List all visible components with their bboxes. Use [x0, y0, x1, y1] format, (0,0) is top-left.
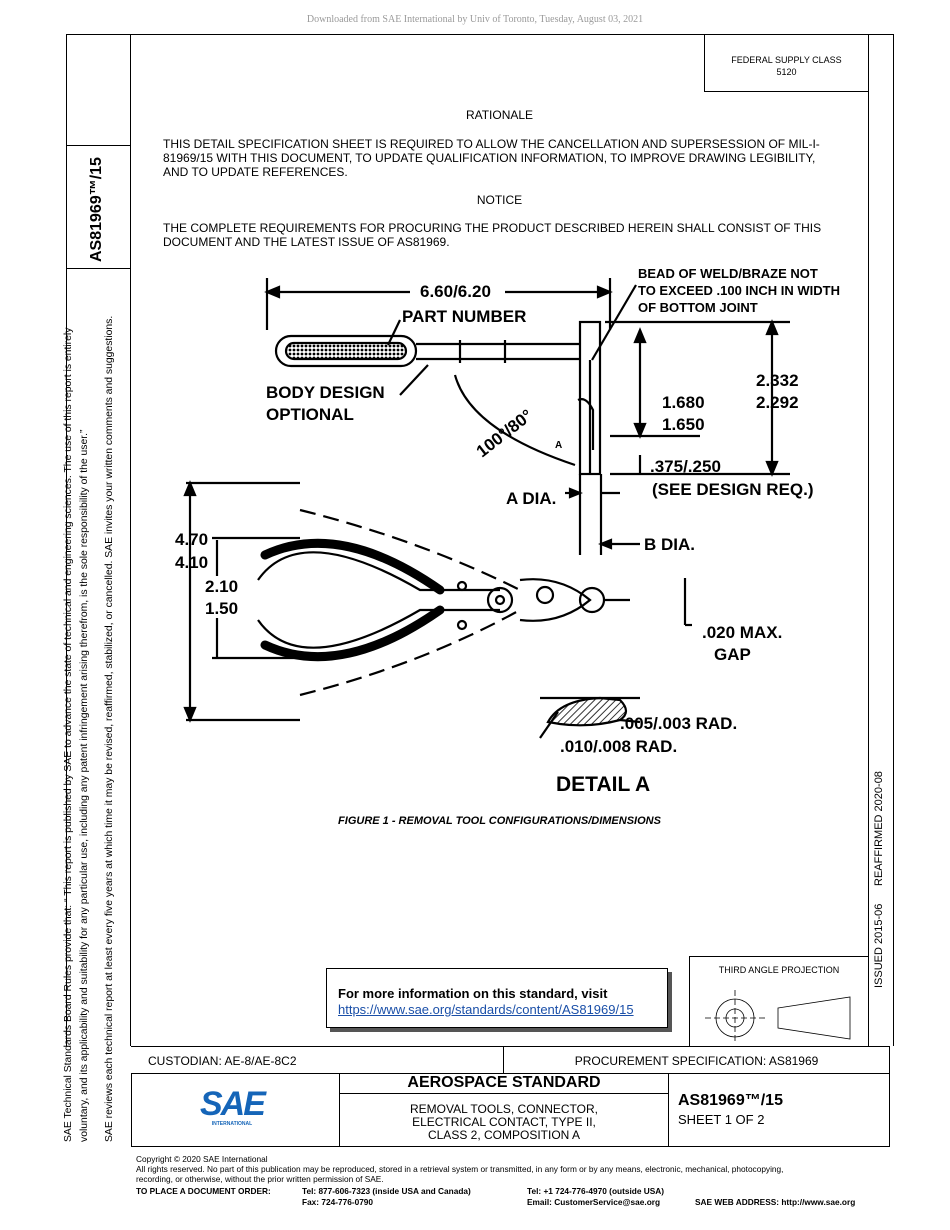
- issued-date: ISSUED 2015-06: [873, 903, 885, 988]
- height2-upper: 2.332: [756, 371, 799, 390]
- doc-title-line1: REMOVAL TOOLS, CONNECTOR,: [409, 1102, 599, 1116]
- side-doc-number: AS81969™/15: [88, 157, 105, 262]
- more-info-box: For more information on this standard, v…: [326, 968, 668, 1028]
- procurement-cell: PROCUREMENT SPECIFICATION: AS81969: [503, 1046, 890, 1074]
- gap-line1: .020 MAX.: [702, 623, 782, 642]
- figure-caption: FIGURE 1 - REMOVAL TOOL CONFIGURATIONS/D…: [338, 815, 661, 827]
- a-dia-label: A DIA.: [506, 489, 556, 508]
- width2-upper: 2.10: [205, 577, 238, 596]
- sheet-doc-number: AS81969™/15: [678, 1092, 783, 1109]
- height2-lower: 2.292: [756, 393, 799, 412]
- b-dia-label: B DIA.: [644, 535, 695, 554]
- email: Email: CustomerService@sae.org: [527, 1197, 661, 1207]
- bead-line2: TO EXCEED .100 INCH IN WIDTH: [638, 283, 840, 298]
- custodian-text: CUSTODIAN: AE-8/AE-8C2: [148, 1054, 297, 1068]
- tel-outside: Tel: +1 724-776-4970 (outside USA): [527, 1186, 665, 1196]
- federal-supply-line1: FEDERAL SUPPLY CLASS: [731, 55, 842, 65]
- more-info-link[interactable]: https://www.sae.org/standards/content/AS…: [338, 1002, 634, 1017]
- sae-logo-letters: SAE: [200, 1085, 266, 1123]
- radius-inner: .010/.008 RAD.: [560, 737, 677, 756]
- rights-line1: All rights reserved. No part of this pub…: [136, 1164, 784, 1174]
- notice-heading: NOTICE: [476, 193, 523, 207]
- procurement-text: PROCUREMENT SPECIFICATION: AS81969: [574, 1054, 819, 1068]
- logo-cell: SAE INTERNATIONAL: [131, 1073, 340, 1147]
- left-column-divider: [130, 34, 131, 1046]
- sheet-number: SHEET 1 OF 2: [678, 1112, 765, 1127]
- projection-label: THIRD ANGLE PROJECTION: [718, 965, 840, 975]
- reaffirmed-date: REAFFIRMED 2020-08: [873, 771, 885, 886]
- part-number-label: PART NUMBER: [402, 307, 526, 326]
- doc-title-line2: ELECTRICAL CONTACT, TYPE II,: [412, 1115, 596, 1129]
- standard-title: AEROSPACE STANDARD: [340, 1073, 668, 1094]
- tip-length: .375/.250: [650, 457, 721, 476]
- bead-line1: BEAD OF WELD/BRAZE NOT: [638, 266, 818, 281]
- copyright: Copyright © 2020 SAE International: [136, 1154, 268, 1164]
- federal-supply-box: FEDERAL SUPPLY CLASS 5120: [704, 34, 869, 92]
- web-address: SAE WEB ADDRESS: http://www.sae.org: [695, 1197, 856, 1207]
- title-cell: AEROSPACE STANDARD REMOVAL TOOLS, CONNEC…: [339, 1073, 669, 1147]
- side-rules-line3: SAE reviews each technical report at lea…: [104, 315, 115, 1142]
- order-label: TO PLACE A DOCUMENT ORDER:: [136, 1186, 271, 1196]
- detail-a-title: DETAIL A: [556, 773, 650, 796]
- notice-text: THE COMPLETE REQUIREMENTS FOR PROCURING …: [163, 221, 822, 249]
- federal-supply-line2: 5120: [776, 67, 797, 77]
- more-info-text: For more information on this standard, v…: [338, 986, 608, 1001]
- docnum-box-divider: [66, 145, 131, 146]
- custodian-cell: CUSTODIAN: AE-8/AE-8C2: [131, 1046, 504, 1074]
- detail-a-marker: A: [555, 440, 562, 451]
- tel-us: Tel: 877-606-7323 (inside USA and Canada…: [302, 1186, 471, 1196]
- docnum-box-divider-2: [66, 268, 131, 269]
- body-design-line1: BODY DESIGN: [266, 383, 385, 402]
- sae-logo: SAE INTERNATIONAL: [200, 1085, 266, 1127]
- side-rules-line2: voluntary, and its applicability and sui…: [79, 429, 90, 1142]
- rationale-heading: RATIONALE: [465, 108, 534, 122]
- tip-note: (SEE DESIGN REQ.): [652, 480, 814, 499]
- projection-symbol: [705, 990, 851, 1044]
- height1-upper: 1.680: [662, 393, 705, 412]
- width2-lower: 1.50: [205, 599, 238, 618]
- right-column-divider: [868, 34, 869, 1046]
- bead-line3: OF BOTTOM JOINT: [638, 300, 758, 315]
- download-note: Downloaded from SAE International by Uni…: [306, 14, 644, 25]
- rights-line2: recording, or otherwise, without the pri…: [136, 1174, 384, 1184]
- sae-logo-sub: INTERNATIONAL: [211, 1121, 253, 1127]
- radius-outer: .005/.003 RAD.: [620, 714, 737, 733]
- doc-title-line3: CLASS 2, COMPOSITION A: [427, 1128, 581, 1142]
- fax: Fax: 724-776-0790: [302, 1197, 374, 1207]
- sheet-cell: AS81969™/15 SHEET 1 OF 2: [668, 1073, 890, 1147]
- angle-label: 100°/80°: [473, 406, 537, 461]
- body-design-line2: OPTIONAL: [266, 405, 354, 424]
- width1-lower: 4.10: [175, 553, 208, 572]
- page-frame: [66, 34, 894, 1046]
- footer: Copyright © 2020 SAE International All r…: [136, 1154, 896, 1184]
- removal-tool-drawing: 6.60/6.20 PART NUMBER BEAD OF WELD/BRAZE…: [175, 266, 840, 796]
- rationale-text: THIS DETAIL SPECIFICATION SHEET IS REQUI…: [163, 137, 820, 179]
- side-rules-line1: SAE Technical Standards Board Rules prov…: [63, 327, 74, 1142]
- projection-box: THIRD ANGLE PROJECTION: [689, 956, 869, 1047]
- gap-line2: GAP: [714, 645, 751, 664]
- length-dim: 6.60/6.20: [420, 282, 491, 301]
- height1-lower: 1.650: [662, 415, 705, 434]
- width1-upper: 4.70: [175, 530, 208, 549]
